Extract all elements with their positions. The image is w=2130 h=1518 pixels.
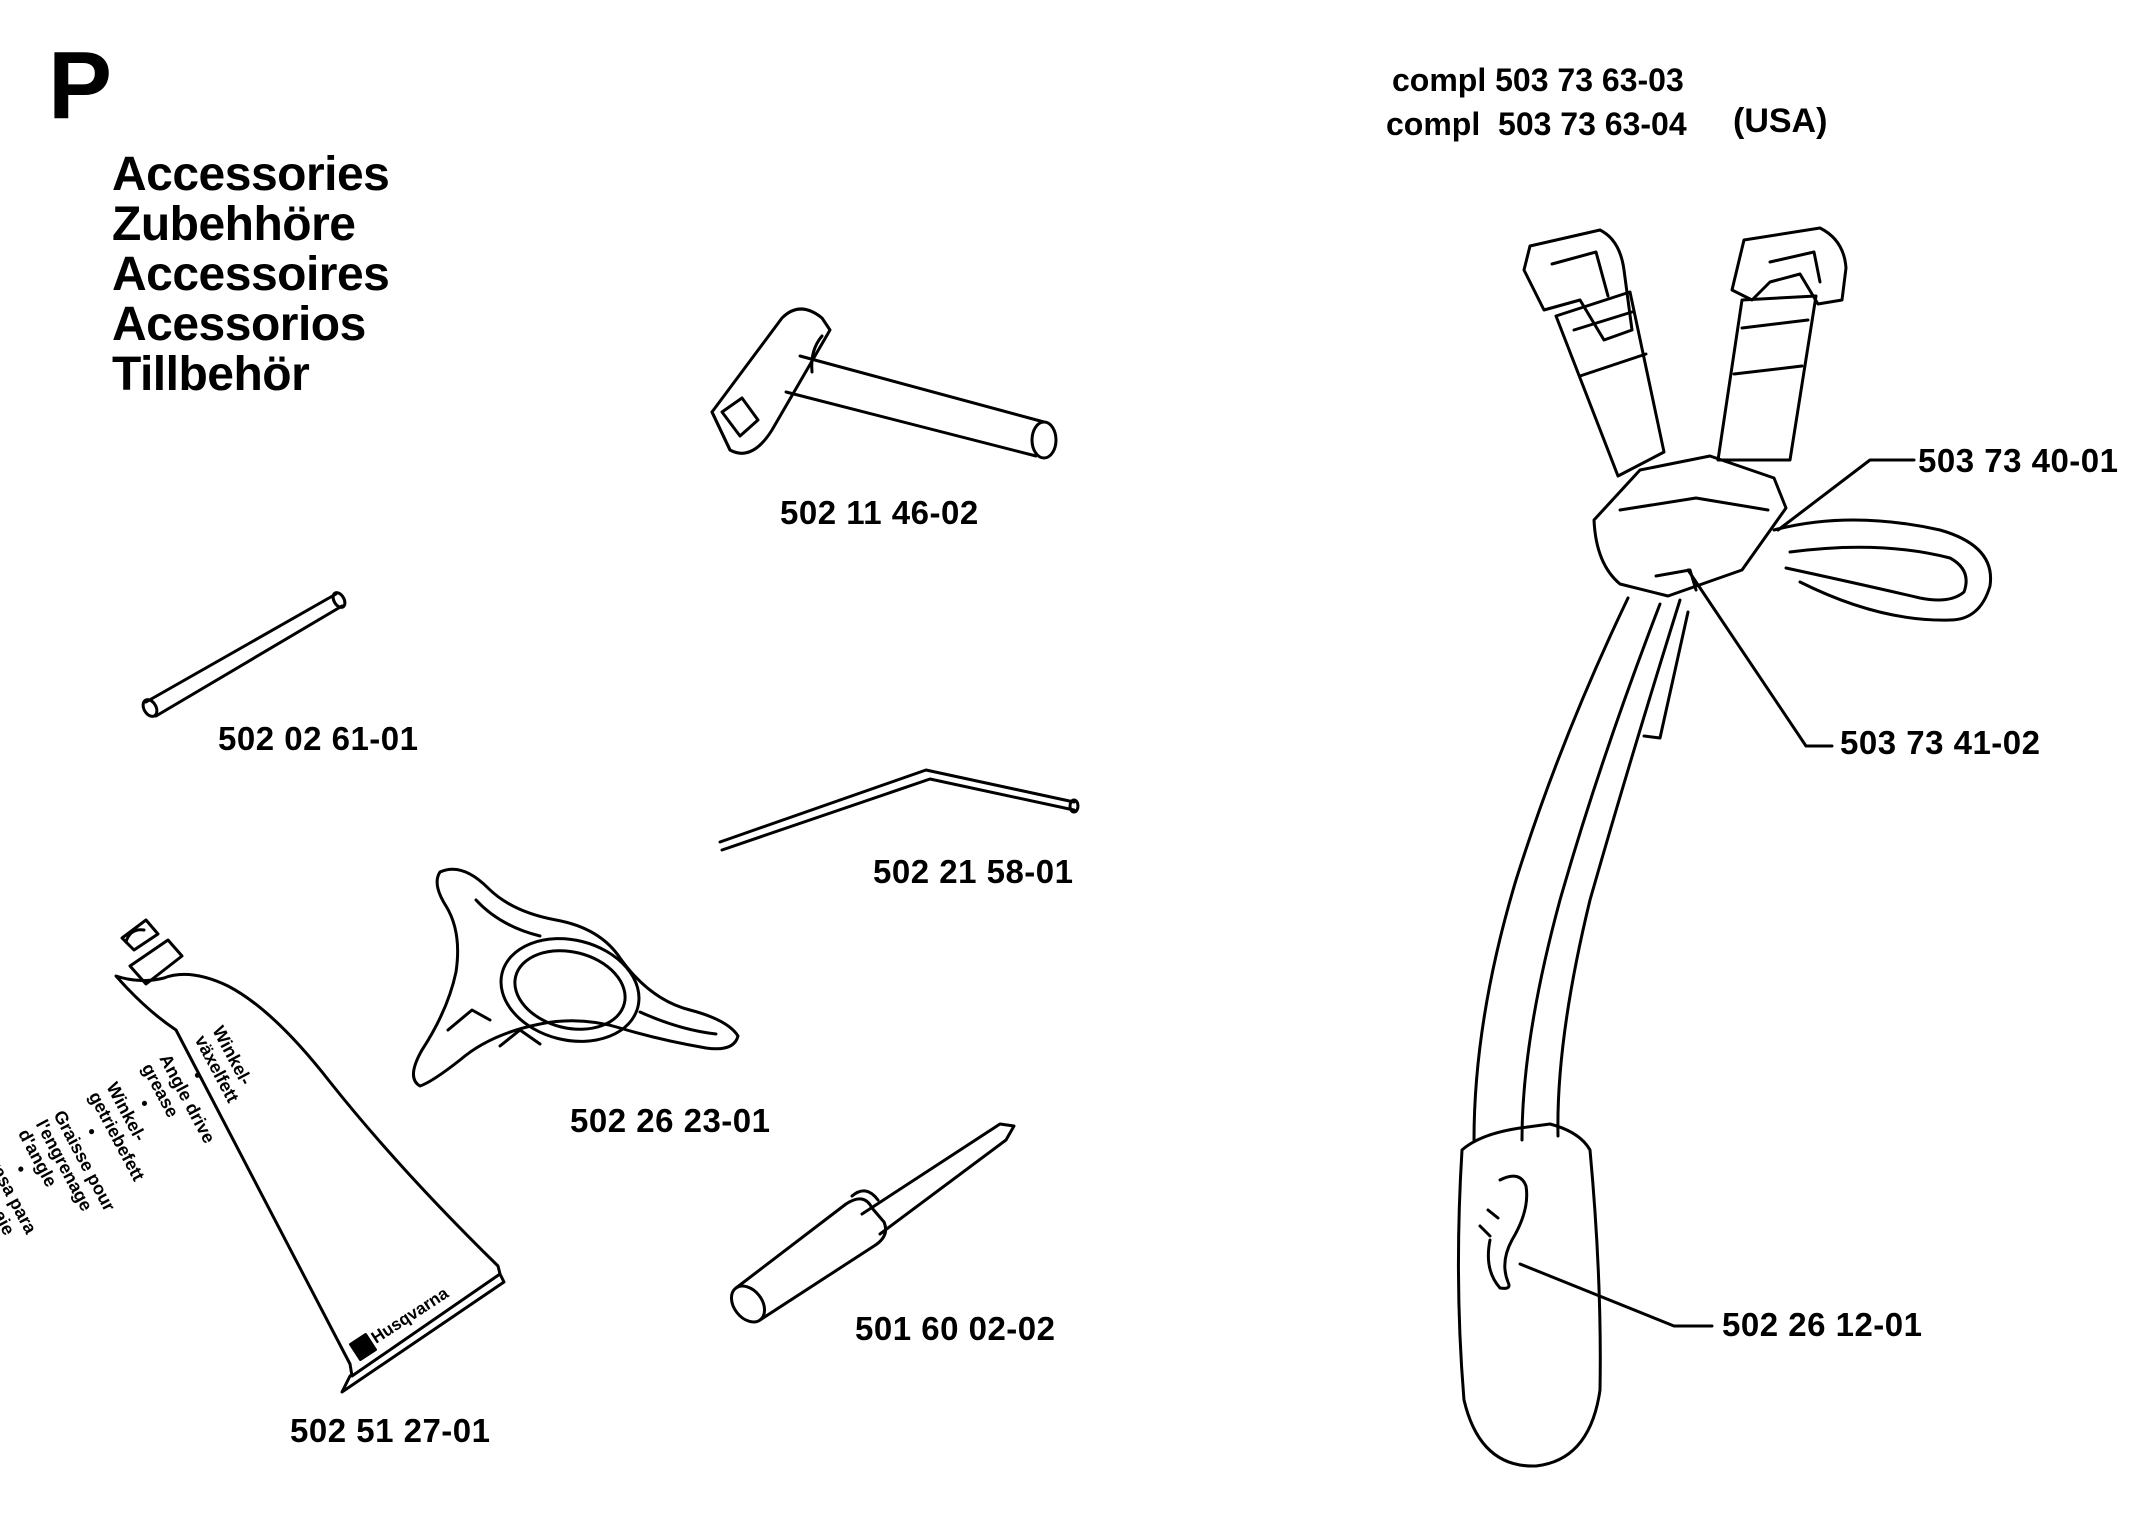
title-english: Accessories [112, 148, 390, 201]
label-hex-key: 502 21 58-01 [873, 853, 1074, 890]
title-portuguese: Acessorios [112, 298, 366, 351]
label-hook: 502 26 12-01 [1722, 1306, 1923, 1343]
label-harness-pad: 503 73 41-02 [1840, 724, 2041, 761]
kit-part-number: 503 73 63-04 [1498, 106, 1687, 142]
screwdriver-drawing [725, 1124, 1014, 1328]
leader-harness-strap [1778, 460, 1914, 530]
title-german: Zubehhöre [112, 198, 356, 251]
pin-drawing [140, 591, 347, 719]
kit-part-number: 503 73 63-03 [1495, 62, 1684, 98]
tube-label-text: Winkel- växelfett • Angle drive grease •… [0, 1022, 256, 1238]
label-pin: 502 02 61-01 [218, 720, 419, 757]
label-harness-strap: 503 73 40-01 [1918, 442, 2119, 479]
hex-key-drawing [720, 770, 1078, 850]
title-block: Accessories Zubehhöre Accessoires Acesso… [112, 148, 390, 401]
usa-note: (USA) [1733, 102, 1828, 140]
leader-hook [1520, 1264, 1712, 1326]
leader-harness-pad [1688, 570, 1832, 746]
kit-number-2: compl 503 73 63-04 [1386, 102, 1687, 146]
kit-prefix: compl [1392, 62, 1487, 98]
tube-label-line: • [134, 1096, 155, 1111]
harness-drawing [1458, 228, 1990, 1466]
grease-tube-drawing [116, 920, 504, 1392]
label-blade-tool: 502 26 23-01 [570, 1102, 771, 1139]
title-french: Accessoires [112, 248, 390, 301]
kit-prefix: compl [1386, 106, 1481, 142]
section-letter: P [48, 32, 113, 139]
label-grease-tube: 502 51 27-01 [290, 1412, 491, 1449]
tube-label-line: • [11, 1162, 32, 1177]
label-screwdriver: 501 60 02-02 [855, 1310, 1056, 1347]
title-swedish: Tillbehör [112, 348, 310, 401]
label-spark-plug-wrench: 502 11 46-02 [780, 494, 979, 531]
spark-plug-wrench-drawing [712, 309, 1056, 458]
tube-label-line: • [81, 1124, 102, 1139]
blade-tool-drawing [413, 869, 738, 1086]
kit-number-1: compl 503 73 63-03 [1392, 58, 1684, 102]
